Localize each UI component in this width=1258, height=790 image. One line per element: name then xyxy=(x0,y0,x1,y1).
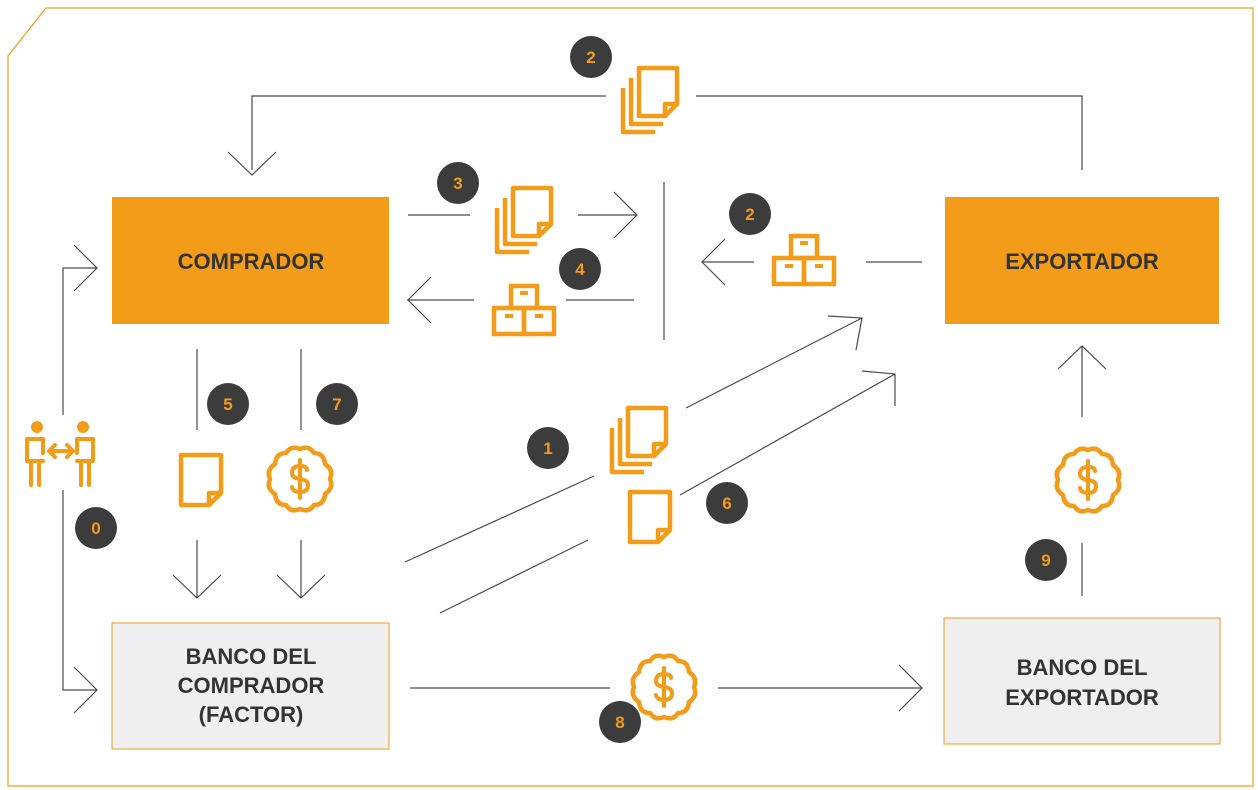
arrowhead-step0-bottom xyxy=(73,666,98,714)
arrowhead-step4 xyxy=(407,276,432,324)
arrowhead-step1 xyxy=(827,315,863,351)
documents-stack-icon xyxy=(623,68,677,132)
banco-comprador-line3: (FACTOR) xyxy=(199,702,304,727)
comprador-box: COMPRADOR xyxy=(112,197,389,324)
step-badge-6: 6 xyxy=(706,482,748,524)
arrowhead-step5 xyxy=(172,574,222,599)
arrowhead-step7 xyxy=(276,574,326,599)
arrowhead-step8 xyxy=(898,664,923,712)
svg-text:8: 8 xyxy=(615,713,624,732)
boxes-icon xyxy=(494,286,554,334)
svg-text:1: 1 xyxy=(543,439,552,458)
arrowhead-step0-top xyxy=(73,244,98,292)
svg-text:6: 6 xyxy=(722,494,731,513)
banco-exportador-box: BANCO DEL EXPORTADOR xyxy=(943,617,1221,745)
step-badges: 0 1 2 2 3 4 5 6 xyxy=(75,36,1067,743)
document-icon xyxy=(630,492,670,542)
connector-step0 xyxy=(62,267,97,691)
banco-comprador-line2: COMPRADOR xyxy=(178,673,325,698)
banco-exportador-line1: BANCO DEL xyxy=(1017,655,1148,680)
connectors xyxy=(62,95,1107,714)
people-agreement-icon xyxy=(25,421,95,487)
svg-text:2: 2 xyxy=(586,48,595,67)
svg-text:5: 5 xyxy=(223,395,232,414)
dollar-seal-icon xyxy=(633,656,695,719)
step-badge-3: 3 xyxy=(437,162,479,204)
step-badge-9: 9 xyxy=(1025,539,1067,581)
outer-frame xyxy=(7,7,1254,787)
step-badge-7: 7 xyxy=(316,383,358,425)
banco-comprador-box: BANCO DEL COMPRADOR (FACTOR) xyxy=(111,622,390,750)
svg-text:0: 0 xyxy=(91,519,100,538)
dollar-seal-icon xyxy=(1057,449,1119,512)
step-badge-8: 8 xyxy=(599,701,641,743)
banco-comprador-line1: BANCO DEL xyxy=(186,644,317,669)
banco-exportador-line2: EXPORTADOR xyxy=(1005,685,1159,710)
connector-step6 xyxy=(439,373,896,614)
step-badge-0: 0 xyxy=(75,507,117,549)
arrowhead-step9 xyxy=(1057,345,1107,370)
arrowhead-top-down xyxy=(227,151,277,176)
svg-text:7: 7 xyxy=(332,395,341,414)
exportador-label: EXPORTADOR xyxy=(1005,249,1159,274)
step-badge-4: 4 xyxy=(559,248,601,290)
connector-top-loop xyxy=(251,95,1083,170)
step-badge-2-goods: 2 xyxy=(729,193,771,235)
step-badge-2-top: 2 xyxy=(570,36,612,78)
arrowhead-step3 xyxy=(613,191,638,239)
svg-text:4: 4 xyxy=(575,260,585,279)
svg-text:3: 3 xyxy=(453,174,462,193)
comprador-label: COMPRADOR xyxy=(178,249,325,274)
documents-stack-icon xyxy=(497,188,551,252)
document-icon xyxy=(181,455,221,505)
connector-step1 xyxy=(404,317,863,563)
step-badge-1: 1 xyxy=(527,427,569,469)
boxes-icon xyxy=(774,236,834,284)
arrowhead-step6 xyxy=(861,370,896,406)
svg-text:9: 9 xyxy=(1041,551,1050,570)
svg-text:2: 2 xyxy=(745,205,754,224)
exportador-box: EXPORTADOR xyxy=(945,197,1219,324)
documents-stack-icon xyxy=(612,408,666,472)
dollar-seal-icon xyxy=(269,448,331,511)
arrowhead-step2-goods xyxy=(701,238,726,286)
step-badge-5: 5 xyxy=(207,383,249,425)
